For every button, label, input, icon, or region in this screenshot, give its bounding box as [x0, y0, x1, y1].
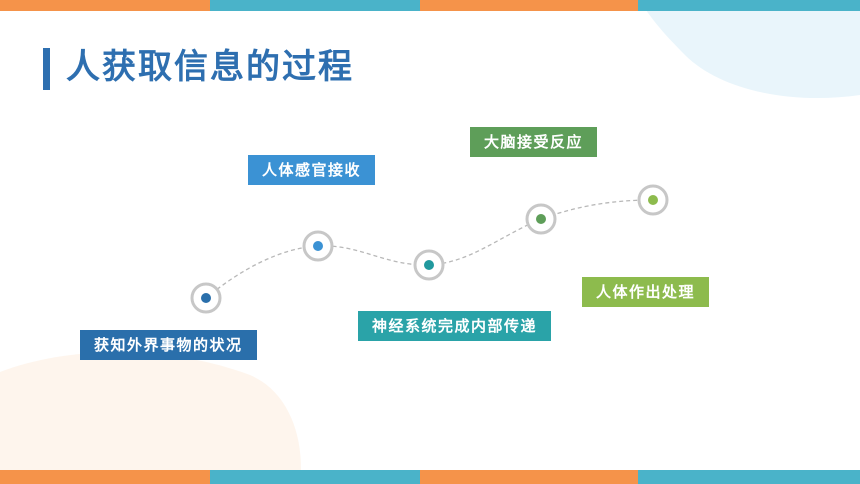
node-dot [313, 241, 323, 251]
step-label-1: 获知外界事物的状况 [80, 330, 257, 360]
top-stripe-segment [210, 0, 420, 11]
bottom-stripe-segment [210, 470, 420, 484]
bottom-stripe-segment [0, 470, 210, 484]
step-label-4: 大脑接受反应 [470, 127, 598, 157]
step-label-3: 神经系统完成内部传递 [358, 311, 552, 341]
node-dot [424, 260, 434, 270]
top-stripe-segment [420, 0, 638, 11]
bottom-stripe-segment [420, 470, 638, 484]
top-stripe-segment [0, 0, 210, 11]
bottom-stripe [0, 470, 860, 484]
step-label-2: 人体感官接收 [248, 155, 376, 185]
step-label-5: 人体作出处理 [582, 277, 710, 307]
flow-node [302, 230, 334, 262]
title-accent-bar [43, 48, 50, 90]
node-dot [536, 214, 546, 224]
top-stripe-segment [638, 0, 860, 11]
node-dot [201, 293, 211, 303]
flow-node [413, 249, 445, 281]
node-dot [648, 195, 658, 205]
top-stripe [0, 0, 860, 11]
flow-node [637, 184, 669, 216]
page-title: 人获取信息的过程 [66, 47, 354, 87]
flow-node [190, 282, 222, 314]
bottom-stripe-segment [638, 470, 860, 484]
flow-node [525, 203, 557, 235]
